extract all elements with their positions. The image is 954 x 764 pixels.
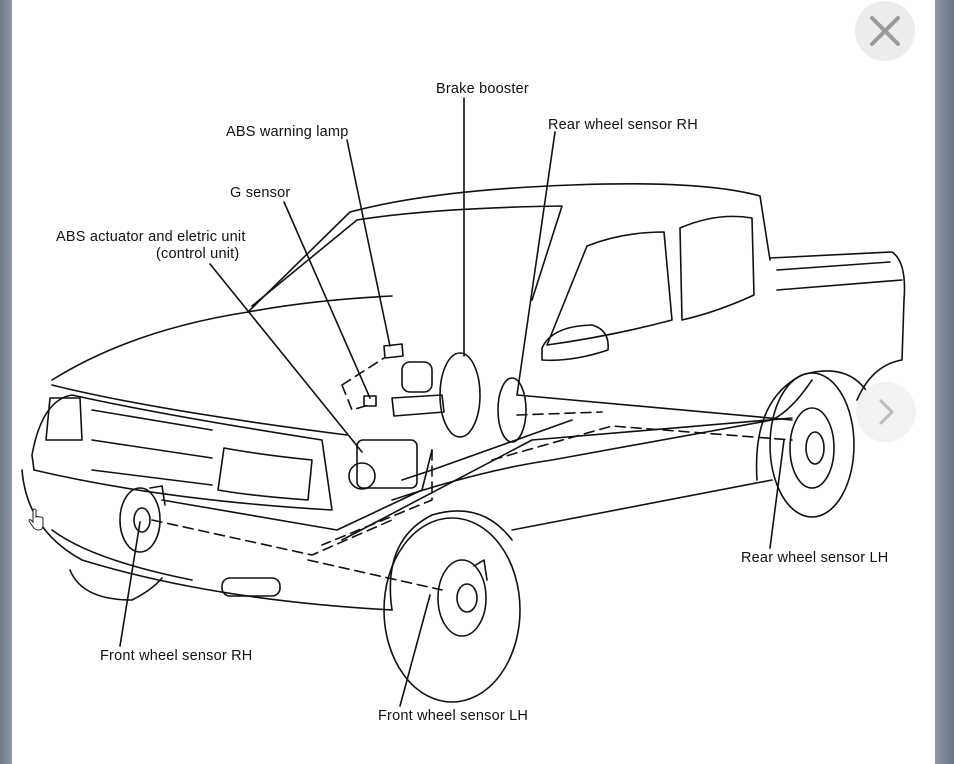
g-sensor-box — [363, 395, 377, 407]
image-viewer: Brake booster ABS warning lamp Rear whee… — [12, 0, 935, 764]
windshield — [251, 205, 563, 307]
label-rear-wheel-sensor-rh: Rear wheel sensor RH — [548, 117, 698, 133]
rear-window — [679, 215, 755, 321]
label-front-wheel-sensor-lh: Front wheel sensor LH — [378, 708, 528, 724]
front-caliper-far — [149, 485, 166, 506]
label-abs-warning-lamp: ABS warning lamp — [226, 124, 348, 140]
close-button[interactable] — [855, 1, 915, 61]
sensor-wire-rear-rh — [516, 411, 603, 416]
window-right-edge — [935, 0, 954, 764]
hand-cursor-icon — [28, 508, 46, 537]
fog-lamp — [221, 577, 281, 597]
leader-rear-rh — [516, 131, 556, 396]
front-bumper — [21, 469, 393, 611]
brake-line-2 — [341, 417, 793, 541]
front-rotor — [437, 559, 487, 637]
body-side-line — [391, 379, 813, 501]
bed-side — [776, 279, 903, 291]
brake-line-4 — [401, 419, 573, 481]
leader-front-rh — [119, 521, 141, 647]
leader-rear-lh — [769, 439, 785, 549]
master-cylinder — [401, 361, 433, 393]
warning-lamp-bulb — [383, 343, 404, 359]
rear-rotor — [789, 407, 835, 489]
leader-abs-actuator — [209, 263, 363, 453]
truck-abs-illustration: Brake booster ABS warning lamp Rear whee… — [21, 81, 906, 724]
headlight-left — [45, 397, 83, 441]
next-image-button[interactable] — [856, 382, 916, 442]
chevron-right-icon — [879, 399, 894, 425]
truck-cab-roof — [247, 183, 771, 313]
brake-line-3 — [516, 394, 793, 421]
leader-abs-lamp — [346, 139, 391, 347]
label-brake-booster: Brake booster — [436, 81, 529, 97]
grille — [31, 394, 333, 511]
hood-edge — [51, 384, 348, 436]
abs-diagram: Brake booster ABS warning lamp Rear whee… — [12, 0, 935, 764]
abs-actuator-motor — [348, 462, 376, 490]
grille-bars — [91, 409, 213, 486]
rear-hub — [805, 431, 825, 465]
headlight-right — [217, 447, 313, 501]
sensor-wire-rear-lh — [491, 425, 793, 461]
actuator-wire — [321, 449, 433, 546]
front-wheel-far-rotor — [119, 487, 161, 553]
front-wheel-arch-left — [69, 569, 163, 601]
mirror — [541, 324, 609, 362]
close-icon — [870, 16, 900, 46]
leader-g-sensor — [283, 201, 371, 399]
truck-bed — [769, 251, 906, 401]
front-wheel — [383, 517, 521, 703]
front-fender — [389, 510, 513, 611]
rocker — [511, 479, 773, 531]
label-g-sensor: G sensor — [230, 185, 290, 201]
g-sensor-wire — [341, 357, 385, 411]
brake-line-1 — [161, 449, 433, 531]
sensor-wire-front-rh — [151, 519, 393, 556]
front-wheel-far-hub — [133, 507, 151, 533]
bumper-lower — [51, 529, 193, 581]
label-front-wheel-sensor-rh: Front wheel sensor RH — [100, 648, 252, 664]
brake-booster — [439, 352, 481, 438]
bed-top — [776, 261, 891, 271]
rear-brake-drum — [497, 377, 527, 443]
window-left-edge — [0, 0, 12, 764]
label-abs-actuator-line2: (control unit) — [156, 246, 239, 262]
front-hub — [456, 583, 478, 613]
hood — [51, 295, 393, 381]
rear-wheel — [769, 372, 855, 518]
sensor-wire-front-lh — [307, 559, 443, 591]
front-caliper — [473, 559, 488, 581]
leader-front-lh — [399, 594, 431, 707]
label-rear-wheel-sensor-lh: Rear wheel sensor LH — [741, 550, 888, 566]
master-cylinder-body — [391, 394, 445, 417]
front-door-window — [546, 231, 673, 346]
label-abs-actuator-line1: ABS actuator and eletric unit — [56, 229, 246, 245]
